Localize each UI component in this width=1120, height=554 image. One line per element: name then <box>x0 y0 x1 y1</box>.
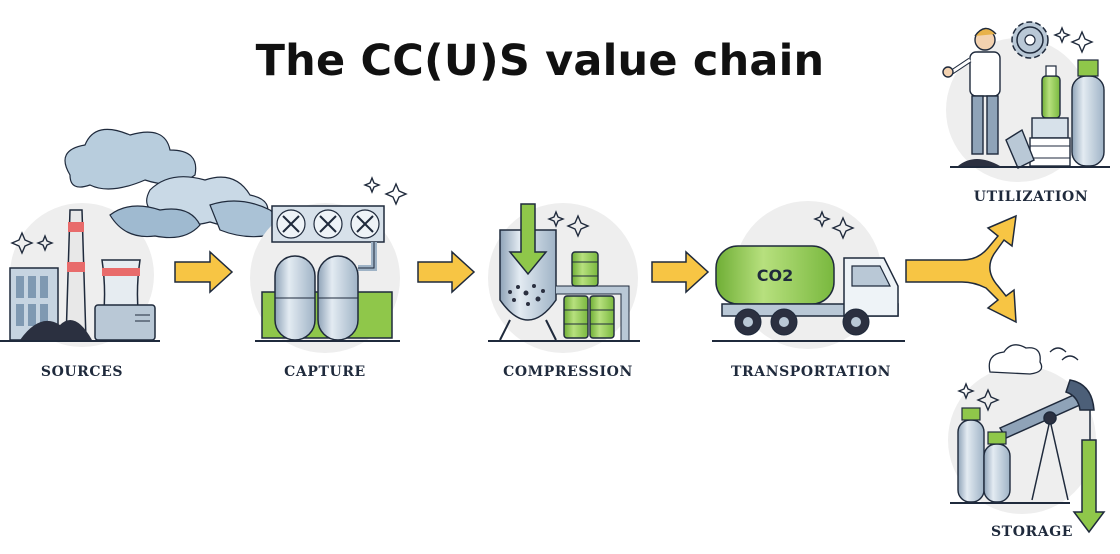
plant-machinery-icon <box>94 304 156 341</box>
sparkle-icon <box>363 176 408 206</box>
bottle-icon <box>1041 75 1061 119</box>
compression-illustration <box>488 203 640 353</box>
stage-label-transportation: TRANSPORTATION <box>730 364 892 380</box>
sources-illustration <box>0 128 281 347</box>
flow-arrow-icon <box>651 250 710 294</box>
stage-label-sources: SOURCES <box>40 364 124 380</box>
storage-barrel-icon <box>563 251 615 339</box>
down-arrow-icon <box>508 203 548 276</box>
utilization-illustration <box>942 21 1110 182</box>
gas-cylinder-icon <box>983 443 1011 503</box>
branch-label-utilization: UTILIZATION <box>973 189 1089 205</box>
sparkle-icon <box>1053 26 1094 54</box>
co2-tank-text: CO2 <box>757 266 793 285</box>
flow-arrow-icon <box>174 250 234 294</box>
cloud-icon <box>988 344 1043 375</box>
sparkle-icon <box>957 382 1000 412</box>
coal-pile-icon <box>20 320 92 340</box>
gear-icon <box>1011 21 1049 59</box>
flow-arrow-icon <box>417 250 476 294</box>
gas-cylinder-icon <box>1071 75 1105 167</box>
sparkle-icon <box>813 210 855 240</box>
stage-label-compression: COMPRESSION <box>503 364 633 380</box>
branch-label-storage: STORAGE <box>990 524 1074 540</box>
smoke-cloud-icon <box>109 205 201 239</box>
gas-cylinder-icon <box>957 419 985 503</box>
storage-illustration <box>948 344 1106 534</box>
sparkle-icon <box>547 210 590 238</box>
fork-arrow-icon <box>905 214 1017 324</box>
sparkle-icon <box>10 231 54 255</box>
stage-label-capture: CAPTURE <box>284 364 366 380</box>
diagram-title: The CC(U)S value chain <box>255 36 825 86</box>
transportation-illustration: CO2 <box>712 201 905 349</box>
smoke-cloud-icon <box>64 128 197 190</box>
worker-figure-icon <box>942 27 1001 155</box>
capture-illustration <box>250 176 408 353</box>
down-arrow-icon <box>1072 439 1106 534</box>
